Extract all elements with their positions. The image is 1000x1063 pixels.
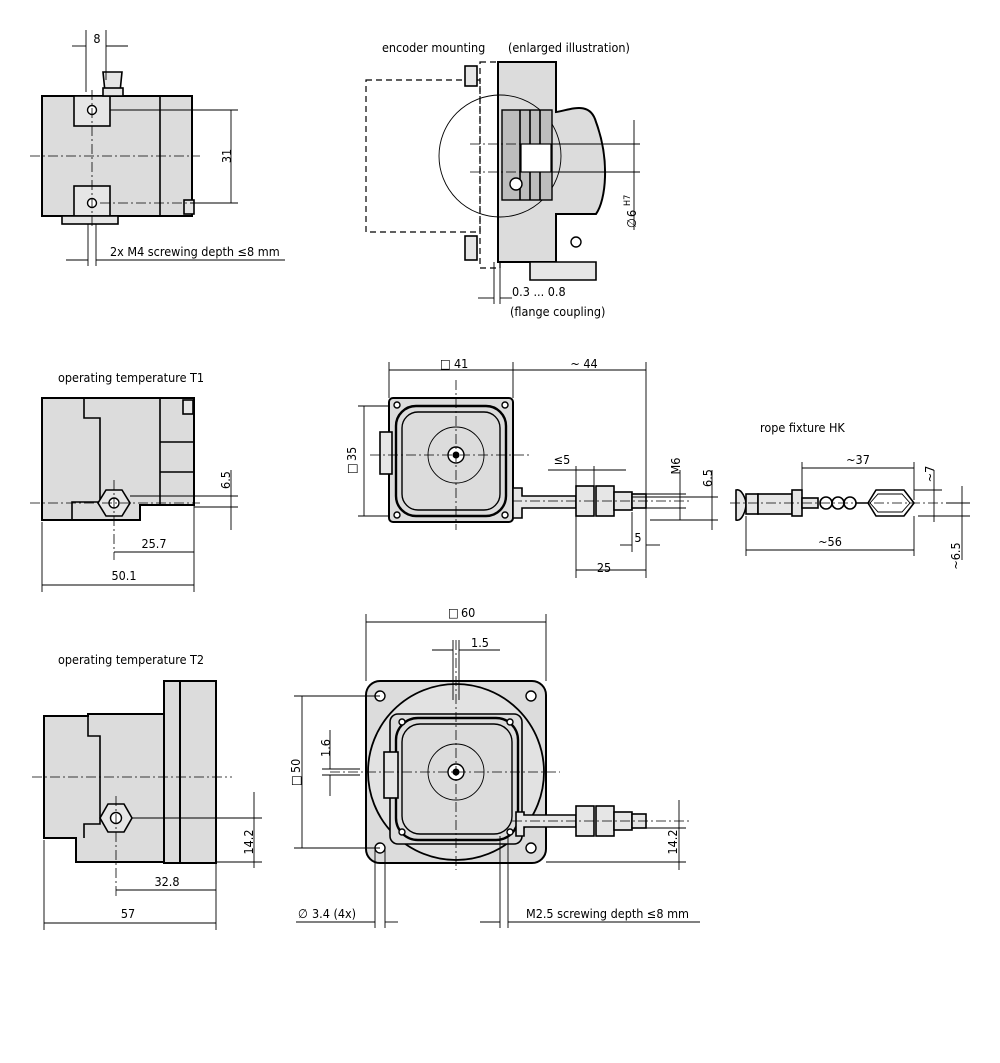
- dim-sq41-symbol: □: [440, 356, 451, 371]
- dim-m6: M6: [668, 458, 683, 475]
- dim-sq41: 41: [454, 356, 468, 371]
- label-operating-temperature-t1: operating temperature T1: [58, 370, 204, 385]
- dim-t1-6-5: 6.5: [218, 471, 233, 489]
- dim-hk-6-5: ~6.5: [948, 542, 963, 569]
- dim-dia6-tol: H7: [623, 195, 633, 206]
- dim-t2-57: 57: [121, 906, 135, 921]
- dim-25: 25: [597, 560, 611, 575]
- dim-hk-56: ~56: [818, 534, 842, 549]
- encoder-mounting-view: [365, 61, 640, 304]
- dim-sq35-symbol: □: [344, 463, 359, 474]
- dim-sq50: 50: [288, 759, 303, 773]
- dim-top-31: 31: [219, 149, 234, 163]
- dim-hk-37: ~37: [846, 452, 870, 467]
- dim-sq60-symbol: □: [448, 605, 459, 620]
- label-rope-fixture-hk: rope fixture HK: [760, 420, 845, 435]
- dim-gap: 0.3 ... 0.8: [512, 284, 566, 299]
- label-enlarged-illustration: (enlarged illustration): [508, 40, 630, 55]
- front-view-41: [358, 362, 718, 578]
- side-view-top: [30, 30, 285, 266]
- front-view-60: [294, 614, 700, 928]
- dim-le5: ≤5: [554, 452, 571, 467]
- dim-t1-25-7: 25.7: [141, 536, 166, 551]
- label-hole-dia: 3.4 (4x): [312, 906, 356, 921]
- dim-dia6-symbol: ∅: [624, 218, 639, 228]
- label-flange-coupling: (flange coupling): [510, 304, 605, 319]
- dim-top-8: 8: [93, 31, 100, 46]
- dim-t2-14-2: 14.2: [241, 829, 256, 854]
- label-m4-screwing: 2x M4 screwing depth ≤8 mm: [110, 244, 280, 259]
- dim-5: 5: [634, 530, 641, 545]
- dim-sq35: 35: [344, 447, 359, 461]
- dim-len44: ~ 44: [570, 356, 597, 371]
- dim-dia6: 6: [624, 210, 639, 217]
- label-operating-temperature-t2: operating temperature T2: [58, 652, 204, 667]
- dim-1-6: 1.6: [318, 739, 333, 757]
- dim-hole-dia-symbol: ∅: [298, 906, 308, 921]
- dim-t2-32-8: 32.8: [154, 874, 179, 889]
- dim-14-2: 14.2: [665, 829, 680, 854]
- side-view-t2: [32, 680, 262, 930]
- side-view-t1: [30, 397, 238, 592]
- label-encoder-mounting: encoder mounting: [382, 40, 485, 55]
- dim-sq60: 60: [461, 605, 475, 620]
- label-m25-screwing: M2.5 screwing depth ≤8 mm: [526, 906, 689, 921]
- rope-fixture-hk: [730, 462, 970, 560]
- dim-sq50-symbol: □: [288, 775, 303, 786]
- dim-t1-50-1: 50.1: [111, 568, 136, 583]
- dim-hk-7: ~7: [922, 466, 937, 483]
- dim-1-5: 1.5: [471, 635, 489, 650]
- dim-6-5: 6.5: [700, 469, 715, 487]
